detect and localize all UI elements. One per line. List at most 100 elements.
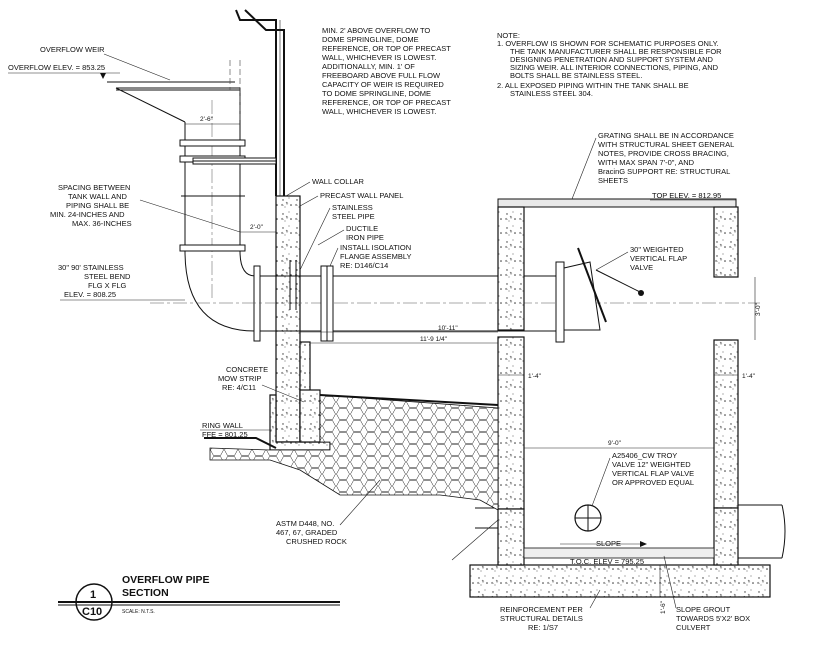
overflow-weir-label: OVERFLOW WEIR bbox=[40, 45, 105, 54]
svg-text:30" WEIGHTED: 30" WEIGHTED bbox=[630, 245, 684, 254]
flap-valve-weight bbox=[638, 290, 644, 296]
svg-text:STEEL BEND: STEEL BEND bbox=[84, 272, 131, 281]
weighted-flap-valve bbox=[563, 247, 644, 331]
svg-text:REFERENCE, OR TOP OF PRECAST: REFERENCE, OR TOP OF PRECAST bbox=[322, 98, 451, 107]
slope-grout bbox=[523, 547, 715, 559]
slope-label: SLOPE bbox=[596, 539, 621, 548]
svg-text:SHEETS: SHEETS bbox=[598, 176, 628, 185]
svg-text:CULVERT: CULVERT bbox=[676, 623, 711, 632]
vault-right-wall-upper bbox=[713, 206, 739, 278]
svg-text:RE: 1/S7: RE: 1/S7 bbox=[528, 623, 558, 632]
scale-label: SCALE: N.T.S. bbox=[122, 609, 155, 615]
dim-1-4-right: 1'-4" bbox=[742, 373, 756, 380]
valve-flange bbox=[555, 261, 565, 343]
svg-text:A25406_CW TROY: A25406_CW TROY bbox=[612, 451, 677, 460]
svg-text:WALL, WHICHEVER IS LOWEST.: WALL, WHICHEVER IS LOWEST. bbox=[322, 107, 436, 116]
svg-text:SPACING BETWEEN: SPACING BETWEEN bbox=[58, 183, 130, 192]
dim-2-6: 2'-6" bbox=[200, 116, 214, 123]
dimensions: 2'-6" 2'-0" 10'-11" 11'-9 1/4" 1'-4" 1'-… bbox=[185, 116, 762, 614]
svg-text:VALVE: VALVE bbox=[630, 263, 653, 272]
svg-text:VERTICAL FLAP: VERTICAL FLAP bbox=[630, 254, 687, 263]
dim-9-0: 9'-0" bbox=[608, 440, 622, 447]
flap-valve-disc bbox=[577, 247, 607, 323]
svg-text:WALL, WHICHEVER IS LOWEST.: WALL, WHICHEVER IS LOWEST. bbox=[322, 53, 436, 62]
svg-text:VERTICAL FLAP VALVE: VERTICAL FLAP VALVE bbox=[612, 469, 694, 478]
riser-flange-upper bbox=[179, 139, 246, 147]
svg-text:MAX. 36-INCHES: MAX. 36-INCHES bbox=[72, 219, 132, 228]
svg-text:ELEV. = 808.25: ELEV. = 808.25 bbox=[64, 290, 116, 299]
svg-text:WITH STRUCTURAL SHEET GENERAL: WITH STRUCTURAL SHEET GENERAL bbox=[598, 140, 734, 149]
svg-text:STAINLESS: STAINLESS bbox=[332, 203, 373, 212]
bend-end-flange bbox=[253, 265, 261, 342]
sheet-number: C10 bbox=[82, 606, 102, 618]
svg-text:DUCTILE: DUCTILE bbox=[346, 224, 378, 233]
dim-2-0: 2'-0" bbox=[250, 224, 264, 231]
mow-strip bbox=[299, 389, 321, 443]
svg-text:REFERENCE, OR TOP OF PRECAST: REFERENCE, OR TOP OF PRECAST bbox=[322, 44, 451, 53]
dim-10-11: 10'-11" bbox=[438, 325, 458, 332]
detail-number: 1 bbox=[90, 589, 96, 601]
note-1-line-1: 1. OVERFLOW IS SHOWN FOR SCHEMATIC PURPO… bbox=[497, 39, 719, 48]
svg-text:SLOPE GROUT: SLOPE GROUT bbox=[676, 605, 731, 614]
svg-text:TOWARDS 5'X2' BOX: TOWARDS 5'X2' BOX bbox=[676, 614, 750, 623]
tank-wall-upper-outline bbox=[235, 9, 277, 196]
flap-valve-arm bbox=[595, 269, 641, 293]
dim-3-0: 3'-0" bbox=[755, 302, 762, 316]
vault-left-wall-lower bbox=[497, 336, 525, 510]
note-2-line-1: 2. ALL EXPOSED PIPING WITHIN THE TANK SH… bbox=[497, 81, 689, 90]
tank-wall-upper-inner bbox=[244, 9, 285, 196]
top-elev-label: TOP ELEV. = 812.95 bbox=[652, 191, 721, 200]
vault-structure bbox=[469, 198, 786, 598]
svg-text:CRUSHED ROCK: CRUSHED ROCK bbox=[286, 537, 347, 546]
note-1-line-2: THE TANK MANUFACTURER SHALL BE RESPONSIB… bbox=[510, 47, 722, 56]
svg-text:GRATING SHALL BE IN ACCORDANCE: GRATING SHALL BE IN ACCORDANCE bbox=[598, 131, 734, 140]
svg-text:467, 67, GRADED: 467, 67, GRADED bbox=[276, 528, 338, 537]
svg-text:FLG X FLG: FLG X FLG bbox=[88, 281, 127, 290]
svg-text:VALVE 12" WEIGHTED: VALVE 12" WEIGHTED bbox=[612, 460, 691, 469]
svg-text:RE: 4/C11: RE: 4/C11 bbox=[222, 383, 256, 392]
tank-wall-and-weir bbox=[107, 9, 285, 342]
weir-funnel-left bbox=[115, 87, 186, 123]
dim-1-6: 1'-6" bbox=[660, 600, 667, 614]
ring-wall-label: RING WALL bbox=[202, 421, 243, 430]
title-block: 1 C10 OVERFLOW PIPE SECTION SCALE: N.T.S… bbox=[58, 574, 340, 621]
svg-text:RE: D146/C14: RE: D146/C14 bbox=[340, 261, 388, 270]
flap-valve-body bbox=[563, 261, 601, 331]
svg-text:CONCRETE: CONCRETE bbox=[226, 365, 268, 374]
crushed-rock-fill bbox=[209, 394, 499, 511]
svg-text:WITH MAX SPAN 7'-0", AND: WITH MAX SPAN 7'-0", AND bbox=[598, 158, 695, 167]
vault-left-wall-upper bbox=[497, 206, 525, 331]
svg-text:FREEBOARD ABOVE FULL FLOW: FREEBOARD ABOVE FULL FLOW bbox=[322, 71, 441, 80]
svg-text:STRUCTURAL DETAILS: STRUCTURAL DETAILS bbox=[500, 614, 583, 623]
vault-right-wall-lower bbox=[713, 339, 739, 509]
svg-text:ASTM D448, NO.: ASTM D448, NO. bbox=[276, 519, 334, 528]
svg-text:DOME SPRINGLINE, DOME: DOME SPRINGLINE, DOME bbox=[322, 35, 419, 44]
precast-wall-panel-label: PRECAST WALL PANEL bbox=[320, 191, 403, 200]
title-line-2: SECTION bbox=[122, 587, 169, 599]
note-1-line-4: SIZING WEIR. ALL INTERIOR CONNECTIONS, P… bbox=[510, 63, 719, 72]
bend-inner bbox=[239, 250, 256, 277]
precast-wall-panel bbox=[275, 195, 301, 443]
svg-text:PIPING SHALL BE: PIPING SHALL BE bbox=[66, 201, 129, 210]
svg-text:FLANGE ASSEMBLY: FLANGE ASSEMBLY bbox=[340, 252, 412, 261]
svg-text:OR APPROVED EQUAL: OR APPROVED EQUAL bbox=[612, 478, 694, 487]
ffe-label: FFE = 801.25 bbox=[202, 430, 248, 439]
title-line-1: OVERFLOW PIPE bbox=[122, 574, 210, 586]
vault-floor-slab bbox=[469, 564, 771, 598]
svg-text:MOW STRIP: MOW STRIP bbox=[218, 374, 261, 383]
svg-text:30" 90' STAINLESS: 30" 90' STAINLESS bbox=[58, 263, 124, 272]
svg-text:ADDITIONALLY, MIN. 1' OF: ADDITIONALLY, MIN. 1' OF bbox=[322, 62, 415, 71]
troy-flap-valve bbox=[574, 504, 602, 532]
note-2-line-2: STAINLESS STEEL 304. bbox=[510, 89, 593, 98]
grade-line-left bbox=[204, 437, 277, 449]
svg-text:TANK WALL AND: TANK WALL AND bbox=[68, 192, 127, 201]
bend-flange bbox=[179, 244, 246, 252]
bend-outer bbox=[184, 250, 256, 332]
svg-text:IRON PIPE: IRON PIPE bbox=[346, 233, 384, 242]
isolation-flange bbox=[320, 265, 328, 342]
notes-heading: NOTE: bbox=[497, 31, 520, 40]
svg-text:NOTES, PROVIDE CROSS BRACING,: NOTES, PROVIDE CROSS BRACING, bbox=[598, 149, 729, 158]
overflow-elev-label: OVERFLOW ELEV. = 853.25 bbox=[8, 63, 105, 72]
svg-text:BracinG SUPPORT RE: STRUCTURAL: BracinG SUPPORT RE: STRUCTURAL bbox=[598, 167, 730, 176]
